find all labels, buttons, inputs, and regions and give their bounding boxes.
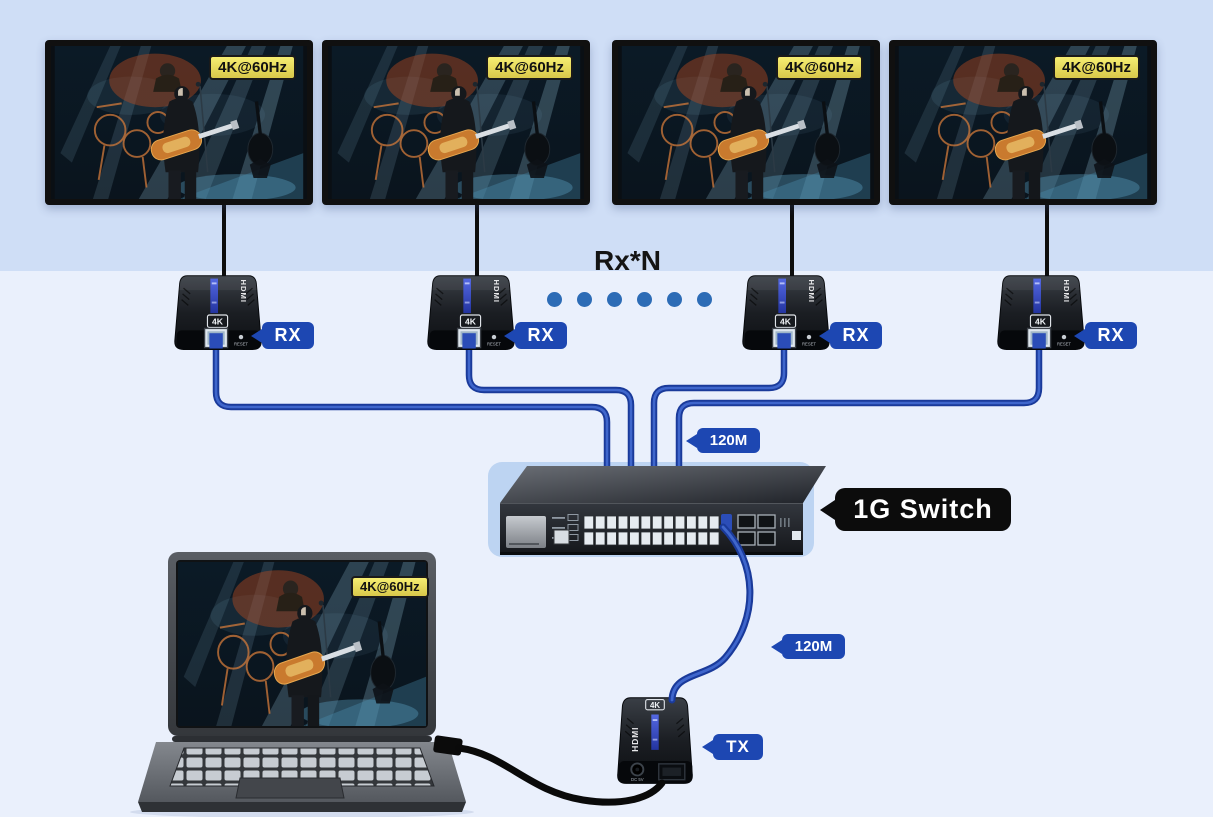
switch-console-port [553,529,570,545]
rx-device-2 [425,272,517,358]
laptop-keyboard [169,747,435,787]
switch-brand-label [506,516,546,548]
resolution-badge: 4K@60Hz [1053,55,1140,80]
ellipsis-dot [667,292,682,307]
ellipsis-dot [697,292,712,307]
tx-label: TX [713,734,763,760]
ellipsis-dot [577,292,592,307]
tx-device [612,694,698,789]
ellipsis-dots [547,292,712,307]
distance-label-tx-switch: 120M [782,634,845,659]
laptop-touchpad [235,777,345,799]
rx-label-4: RX [1085,322,1137,349]
ellipsis-dot [607,292,622,307]
network-switch [500,466,826,555]
resolution-badge: 4K@60Hz [209,55,296,80]
distance-label-rx-switch: 120M [697,428,760,453]
switch-label: 1G Switch [835,488,1011,531]
rx-label-1: RX [262,322,314,349]
ellipsis-dot [637,292,652,307]
resolution-badge: 4K@60Hz [776,55,863,80]
resolution-badge: 4K@60Hz [486,55,573,80]
rx-device-3 [740,272,832,358]
laptop [130,552,474,817]
rx-count-title: Rx*N [594,245,661,276]
monitor-1: 4K@60Hz [45,40,313,205]
switch-plugged-cable-connector [721,514,732,531]
ellipsis-dot [547,292,562,307]
monitor-4: 4K@60Hz [889,40,1157,205]
monitor-2: 4K@60Hz [322,40,590,205]
resolution-badge: 4K@60Hz [351,576,429,598]
rx-device-4 [995,272,1087,358]
monitor-3: 4K@60Hz [612,40,880,205]
rx-device-1 [172,272,264,358]
switch-reset-button [792,531,801,540]
rx-label-3: RX [830,322,882,349]
rx-label-2: RX [515,322,567,349]
